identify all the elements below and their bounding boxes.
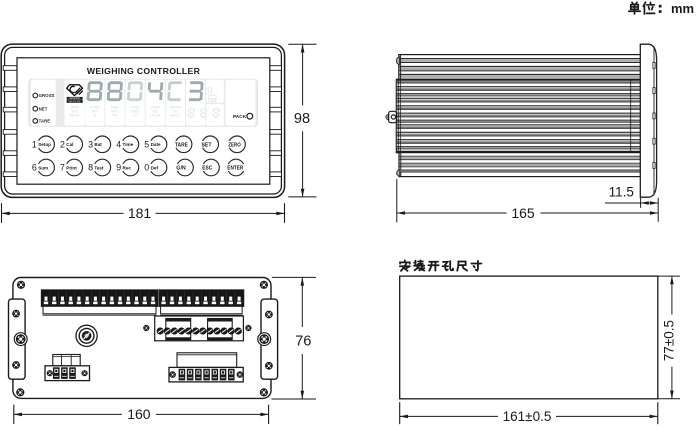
- svg-text:Cal: Cal: [66, 142, 73, 147]
- svg-text:GENERAL: GENERAL: [69, 97, 82, 100]
- svg-text:Test: Test: [94, 165, 104, 170]
- svg-text:t: t: [208, 89, 210, 94]
- svg-text:MEASURE: MEASURE: [68, 100, 81, 103]
- svg-text:181: 181: [128, 205, 152, 221]
- svg-text:mm: mm: [671, 1, 694, 16]
- svg-text:HI: HI: [93, 114, 96, 118]
- svg-text:HUB: HUB: [111, 106, 119, 110]
- svg-text:FIL: FIL: [173, 110, 178, 114]
- svg-text:1: 1: [32, 139, 37, 149]
- svg-text:NET: NET: [39, 106, 48, 111]
- svg-text:PACK: PACK: [233, 114, 247, 120]
- svg-text:6: 6: [32, 163, 37, 173]
- svg-text:Print: Print: [66, 165, 77, 170]
- svg-text:ENTER: ENTER: [227, 166, 243, 172]
- svg-text:165: 165: [511, 205, 535, 221]
- svg-text:UNDER: UNDER: [169, 106, 182, 110]
- svg-text:Date: Date: [151, 142, 161, 147]
- svg-text:ZERO: ZERO: [228, 142, 241, 148]
- svg-text:BPI: BPI: [92, 110, 98, 114]
- svg-text:77±0.5: 77±0.5: [661, 320, 676, 361]
- svg-text:BPO: BPO: [111, 110, 119, 114]
- svg-text:ZERO: ZERO: [70, 106, 80, 110]
- svg-text:TARE: TARE: [39, 119, 51, 124]
- svg-text:161±0.5: 161±0.5: [503, 409, 552, 424]
- svg-text:WEIGHING CONTROLLER: WEIGHING CONTROLLER: [87, 66, 201, 76]
- svg-text:OVER: OVER: [150, 106, 160, 110]
- svg-text:G/N: G/N: [176, 166, 186, 172]
- svg-text:0: 0: [144, 163, 149, 173]
- svg-text:3: 3: [88, 139, 93, 149]
- svg-text:ESC: ESC: [202, 166, 212, 172]
- svg-text:DISC: DISC: [131, 110, 140, 114]
- svg-text:DELM: DELM: [70, 114, 80, 118]
- svg-text:NZ: NZ: [153, 110, 158, 114]
- svg-text:PV: PV: [113, 114, 118, 118]
- svg-text:98: 98: [294, 111, 310, 127]
- svg-text:Def: Def: [151, 165, 159, 170]
- svg-text:TARE: TARE: [175, 142, 188, 148]
- svg-text:5: 5: [144, 139, 149, 149]
- svg-text:Setup: Setup: [38, 142, 51, 147]
- svg-text:SUM: SUM: [131, 106, 139, 110]
- svg-text:Bat: Bat: [94, 142, 102, 147]
- svg-text:GROSS: GROSS: [39, 93, 55, 98]
- svg-text:LO: LO: [133, 114, 138, 118]
- svg-text:SPT: SPT: [71, 110, 79, 114]
- svg-text:7: 7: [60, 163, 65, 173]
- svg-text:9: 9: [116, 163, 121, 173]
- svg-text:SET: SET: [202, 142, 213, 148]
- svg-text:Sum: Sum: [38, 165, 48, 170]
- svg-text:Time: Time: [123, 142, 134, 147]
- svg-text:160: 160: [127, 406, 151, 422]
- svg-text:HOLD: HOLD: [171, 114, 181, 118]
- svg-text:DYNA: DYNA: [90, 106, 100, 110]
- svg-text:11.5: 11.5: [609, 185, 634, 200]
- svg-text:8: 8: [88, 163, 93, 173]
- svg-text:Kg: Kg: [210, 97, 216, 102]
- svg-text:76: 76: [295, 333, 311, 349]
- svg-text:LOLIM: LOLIM: [150, 114, 161, 118]
- svg-text:2: 2: [60, 139, 65, 149]
- svg-text:Rec: Rec: [123, 165, 132, 170]
- svg-text:4: 4: [116, 139, 121, 149]
